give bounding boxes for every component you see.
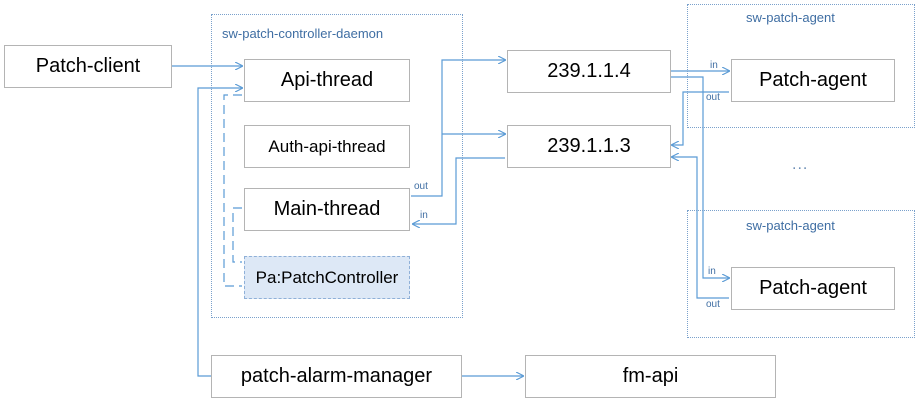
node-patch-alarm-manager[interactable]: patch-alarm-manager [211, 355, 462, 398]
group-agent-top-label: sw-patch-agent [746, 10, 835, 25]
port-agent-bottom-in: in [708, 266, 716, 277]
node-patch-agent-bottom[interactable]: Patch-agent [731, 267, 895, 310]
node-auth-api-thread[interactable]: Auth-api-thread [244, 125, 410, 168]
edge-agent-bottom-to-mcast3 [672, 157, 729, 299]
edge-mcast-to-main-in [413, 157, 505, 224]
more-agents-ellipsis: ... [792, 156, 809, 173]
node-patch-controller[interactable]: Pa:PatchController [244, 256, 410, 299]
port-main-in: in [420, 210, 428, 221]
node-mcast-239-1-1-3[interactable]: 239.1.1.3 [507, 125, 671, 168]
port-agent-top-in: in [710, 60, 718, 71]
group-agent-bottom [687, 210, 915, 338]
group-agent-bottom-label: sw-patch-agent [746, 218, 835, 233]
group-controller-daemon [211, 14, 463, 318]
edge-alarm-to-api [197, 88, 242, 377]
node-fm-api[interactable]: fm-api [525, 355, 776, 398]
node-patch-agent-top[interactable]: Patch-agent [731, 59, 895, 102]
edge-api-to-controller [223, 94, 242, 287]
port-agent-bottom-out: out [706, 299, 720, 310]
node-main-thread[interactable]: Main-thread [244, 188, 410, 231]
port-agent-top-out: out [706, 92, 720, 103]
port-main-out: out [414, 181, 428, 192]
edge-main-out-to-mcast4 [411, 60, 505, 197]
edge-agent-top-to-mcast3 [672, 91, 729, 145]
node-patch-client[interactable]: Patch-client [4, 45, 172, 88]
group-agent-top [687, 4, 915, 128]
edge-main-to-controller [232, 207, 242, 263]
group-controller-daemon-label: sw-patch-controller-daemon [222, 26, 384, 41]
node-mcast-239-1-1-4[interactable]: 239.1.1.4 [507, 50, 671, 93]
node-api-thread[interactable]: Api-thread [244, 59, 410, 102]
